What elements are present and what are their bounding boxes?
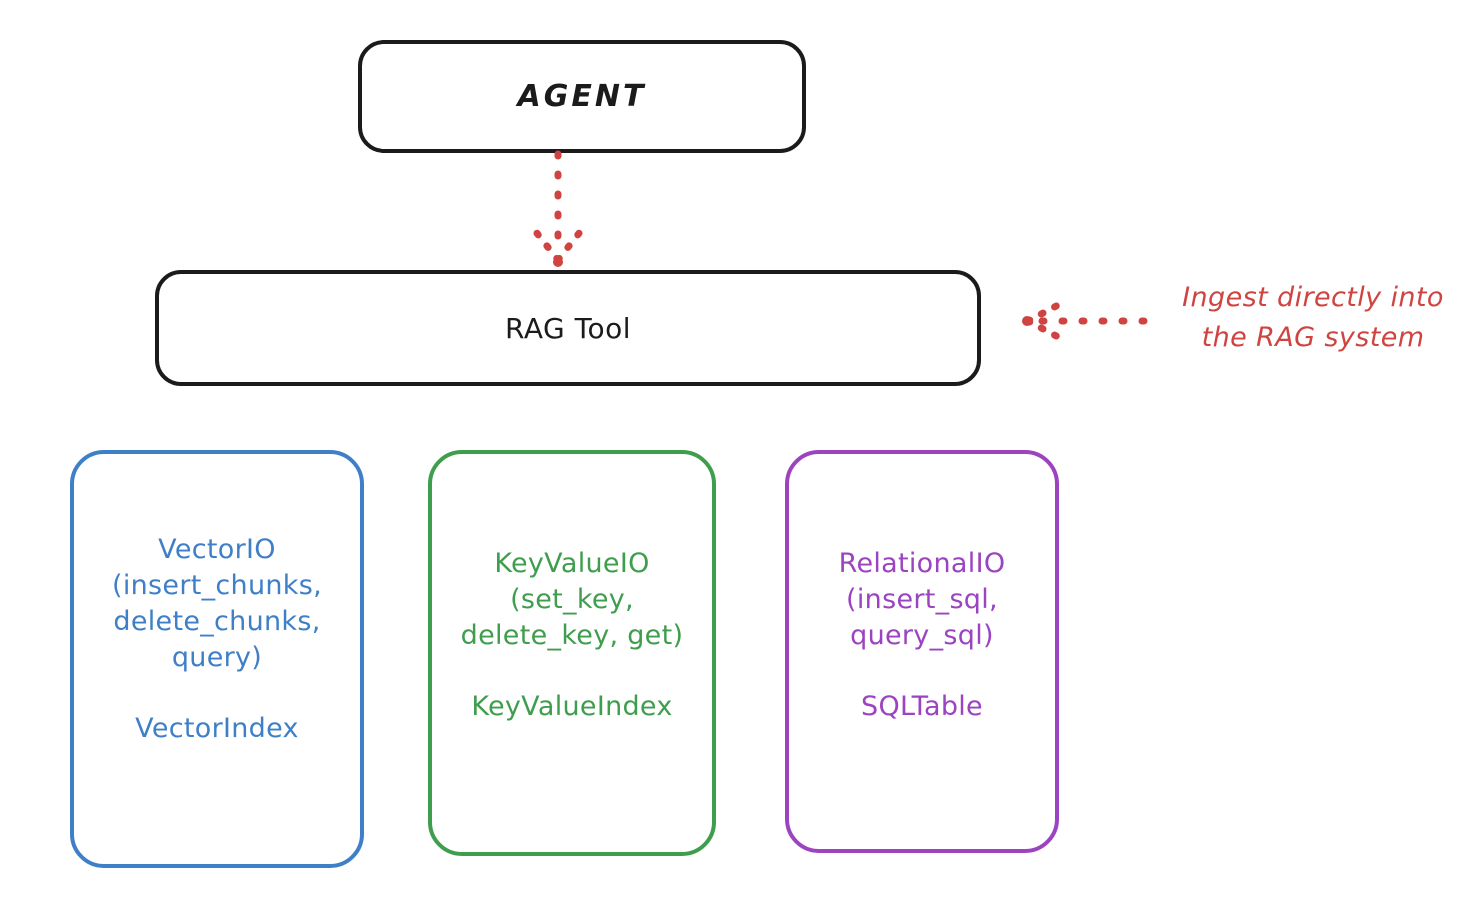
node-relational-io-api: RelationalIO (insert_sql, query_sql): [838, 548, 1006, 651]
node-rag-tool[interactable]: RAG Tool: [155, 270, 981, 386]
node-key-value-io-index: KeyValueIndex: [471, 691, 673, 722]
node-relational-io-index: SQLTable: [861, 691, 983, 722]
node-vector-io[interactable]: VectorIO (insert_chunks, delete_chunks, …: [70, 450, 364, 868]
node-vector-io-index: VectorIndex: [135, 713, 299, 744]
node-agent-label: AGENT: [517, 79, 647, 114]
connector-agent-to-rag-tool: [532, 150, 584, 267]
node-key-value-io-body: KeyValueIO (set_key, delete_key, get) Ke…: [432, 546, 712, 724]
node-key-value-io-api: KeyValueIO (set_key, delete_key, get): [460, 548, 684, 651]
node-vector-io-api: VectorIO (insert_chunks, delete_chunks, …: [112, 534, 322, 673]
node-key-value-io[interactable]: KeyValueIO (set_key, delete_key, get) Ke…: [428, 450, 716, 856]
node-relational-io[interactable]: RelationalIO (insert_sql, query_sql) SQL…: [785, 450, 1059, 853]
node-rag-tool-label: RAG Tool: [505, 311, 631, 345]
node-relational-io-body: RelationalIO (insert_sql, query_sql) SQL…: [789, 546, 1055, 724]
connector-ingest-arrow: [1022, 299, 1148, 343]
annotation-ingest: Ingest directly into the RAG system: [1182, 282, 1444, 353]
node-agent[interactable]: AGENT: [358, 40, 806, 153]
node-vector-io-body: VectorIO (insert_chunks, delete_chunks, …: [74, 532, 360, 746]
